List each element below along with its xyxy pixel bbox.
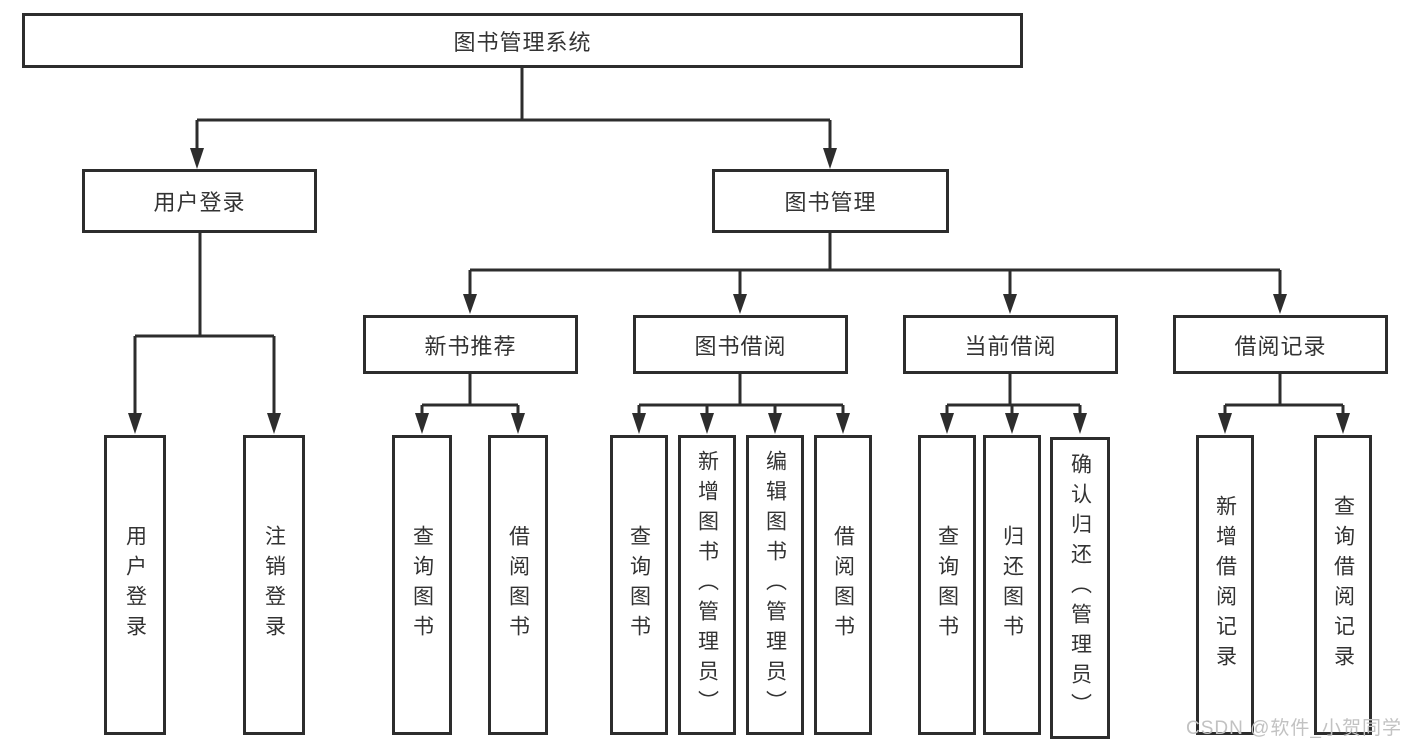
arrowhead: [1003, 294, 1017, 314]
leaf-borrow-query: 查询图书: [610, 435, 668, 735]
leaf-user-login-label: 用户登录: [123, 525, 147, 645]
leaf-logout: 注销登录: [243, 435, 305, 735]
connector-bookmgmt-split: [468, 233, 1282, 296]
leaf-logout-label: 注销登录: [262, 525, 286, 645]
node-current-borrow: 当前借阅: [903, 315, 1118, 374]
connector-borrowrecord-split: [1223, 374, 1345, 415]
arrowhead: [768, 413, 782, 434]
arrowhead: [1218, 413, 1232, 434]
leaf-newbook-borrow-label: 借阅图书: [506, 525, 530, 645]
arrowhead: [511, 413, 525, 434]
arrowhead: [1336, 413, 1350, 434]
connector-userlogin-split: [133, 233, 276, 415]
node-current-borrow-label: 当前借阅: [964, 333, 1057, 359]
node-borrow-record: 借阅记录: [1173, 315, 1388, 374]
connector-currentborrow-split: [945, 374, 1082, 415]
leaf-current-confirm-admin: 确认归还（管理员）: [1050, 437, 1110, 739]
arrowhead: [632, 413, 646, 434]
leaf-record-add: 新增借阅记录: [1196, 435, 1254, 735]
connector-root-split: [195, 68, 832, 150]
csdn-watermark: CSDN @软件_小贺同学: [1186, 718, 1402, 739]
node-book-borrow: 图书借阅: [633, 315, 848, 374]
arrowhead: [733, 294, 747, 314]
leaf-newbook-borrow: 借阅图书: [488, 435, 548, 735]
leaf-borrow-borrow: 借阅图书: [814, 435, 872, 735]
arrowhead: [1005, 413, 1019, 434]
leaf-current-confirm-admin-label: 确认归还（管理员）: [1068, 453, 1092, 723]
node-book-borrow-label: 图书借阅: [694, 333, 787, 359]
leaf-borrow-borrow-label: 借阅图书: [831, 525, 855, 645]
arrowhead: [940, 413, 954, 434]
leaf-newbook-query-label: 查询图书: [410, 525, 434, 645]
node-new-book-recommend-label: 新书推荐: [424, 333, 517, 359]
node-root-label: 图书管理系统: [453, 29, 592, 55]
leaf-newbook-query: 查询图书: [392, 435, 452, 735]
arrowhead: [190, 148, 204, 169]
node-user-login: 用户登录: [82, 169, 317, 233]
arrowhead: [267, 413, 281, 434]
node-new-book-recommend: 新书推荐: [363, 315, 578, 374]
leaf-current-return-label: 归还图书: [1000, 525, 1024, 645]
connector-newbook-split: [420, 374, 520, 415]
leaf-record-query: 查询借阅记录: [1314, 435, 1372, 735]
leaf-current-return: 归还图书: [983, 435, 1041, 735]
arrowhead: [1273, 294, 1287, 314]
leaf-borrow-query-label: 查询图书: [627, 525, 651, 645]
leaf-borrow-edit-admin-label: 编辑图书（管理员）: [763, 450, 787, 720]
arrowhead: [415, 413, 429, 434]
arrowhead: [1073, 413, 1087, 434]
arrowhead: [463, 294, 477, 314]
arrowhead: [700, 413, 714, 434]
leaf-borrow-add-admin-label: 新增图书（管理员）: [695, 450, 719, 720]
leaf-current-query-label: 查询图书: [935, 525, 959, 645]
node-borrow-record-label: 借阅记录: [1234, 333, 1327, 359]
node-user-login-label: 用户登录: [153, 190, 246, 215]
node-book-management-label: 图书管理: [784, 190, 877, 215]
leaf-record-add-label: 新增借阅记录: [1213, 495, 1237, 675]
leaf-record-query-label: 查询借阅记录: [1331, 495, 1355, 675]
leaf-borrow-edit-admin: 编辑图书（管理员）: [746, 435, 804, 735]
arrowhead: [823, 148, 837, 169]
arrowhead: [836, 413, 850, 434]
leaf-current-query: 查询图书: [918, 435, 976, 735]
leaf-borrow-add-admin: 新增图书（管理员）: [678, 435, 736, 735]
leaf-user-login: 用户登录: [104, 435, 166, 735]
connector-bookborrow-split: [637, 374, 845, 415]
node-book-management: 图书管理: [712, 169, 949, 233]
arrowhead: [128, 413, 142, 434]
node-root: 图书管理系统: [22, 13, 1023, 68]
